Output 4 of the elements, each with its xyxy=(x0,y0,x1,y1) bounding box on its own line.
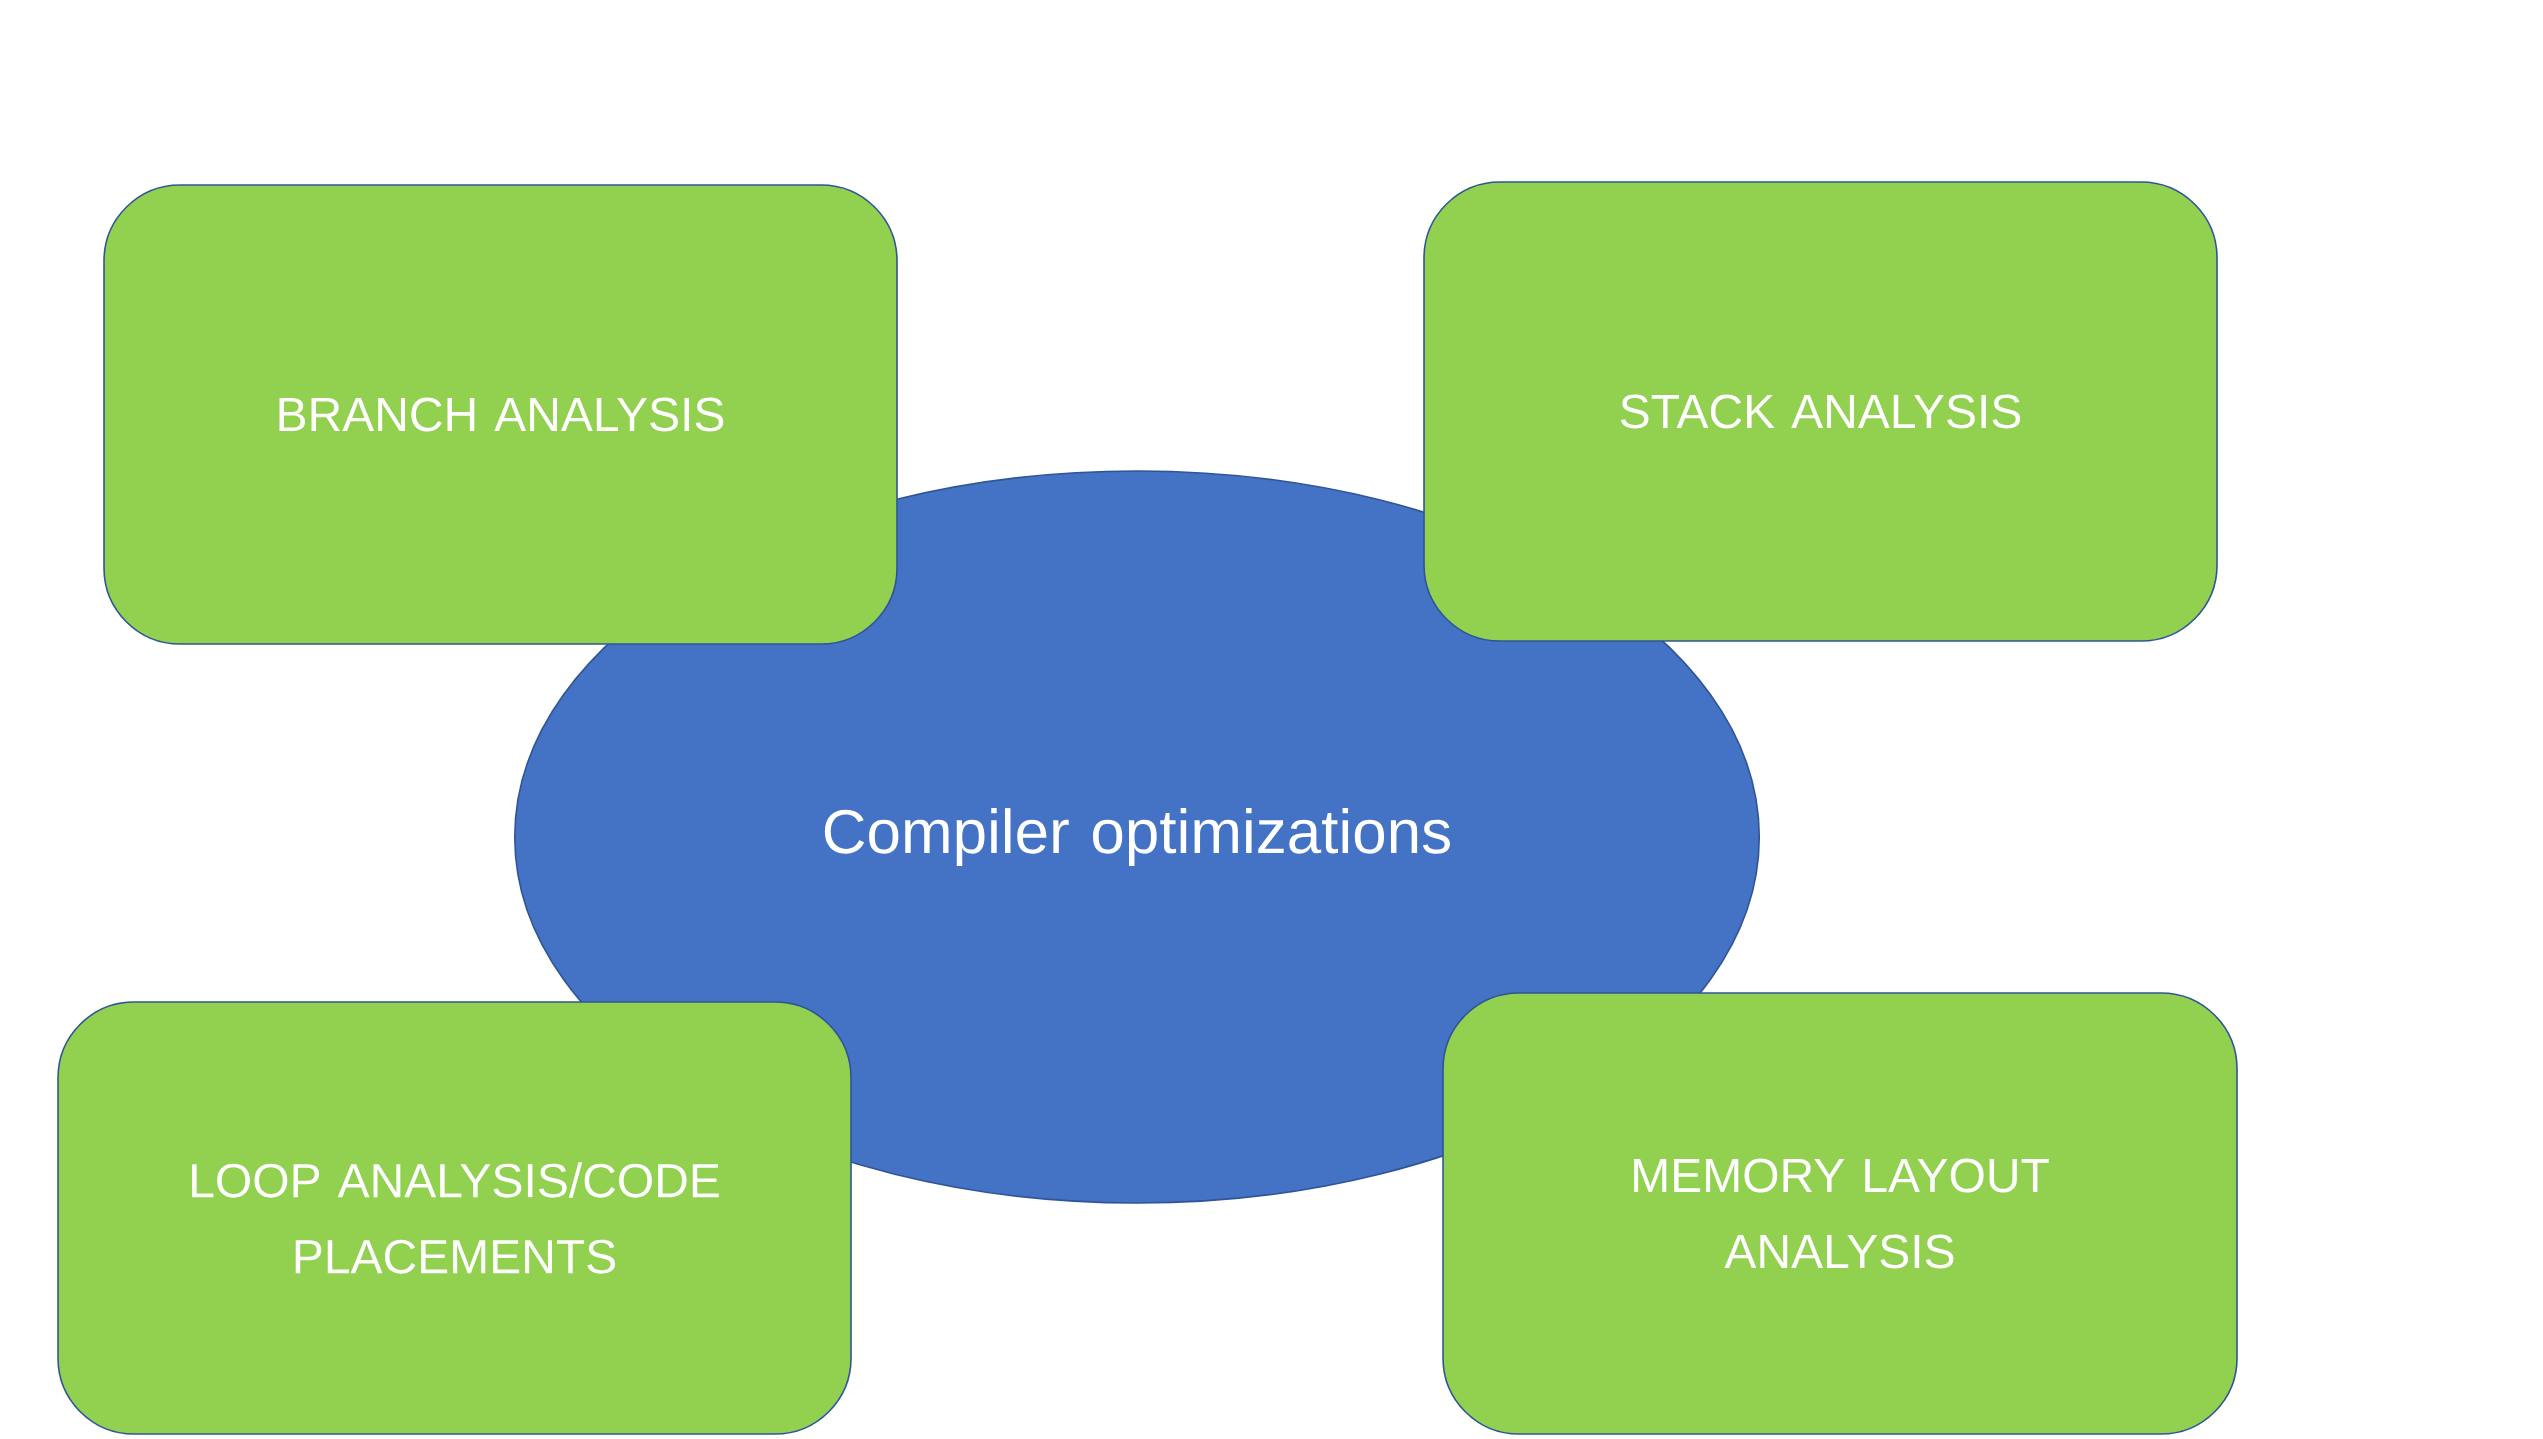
rounded-box: LOOP ANALYSIS/CODE PLACEMENTS xyxy=(57,1001,852,1435)
rounded-box: STACK ANALYSIS xyxy=(1423,181,2218,642)
rounded-box: BRANCH ANALYSIS xyxy=(103,184,898,645)
rounded-box: MEMORY LAYOUT ANALYSIS xyxy=(1442,992,2238,1435)
